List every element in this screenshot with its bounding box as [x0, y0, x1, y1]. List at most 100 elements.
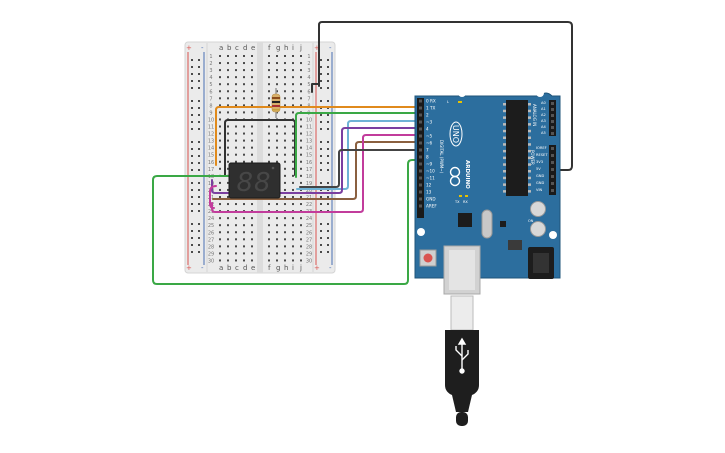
- breadboard-hole[interactable]: [251, 252, 253, 255]
- rail-hole[interactable]: [320, 237, 322, 239]
- breadboard-hole[interactable]: [284, 167, 286, 170]
- breadboard-hole[interactable]: [227, 153, 229, 156]
- breadboard-hole[interactable]: [219, 153, 221, 156]
- rail-hole[interactable]: [198, 100, 200, 102]
- breadboard-hole[interactable]: [284, 188, 286, 191]
- breadboard-hole[interactable]: [276, 153, 278, 156]
- rail-hole[interactable]: [191, 100, 193, 102]
- breadboard-hole[interactable]: [219, 196, 221, 198]
- breadboard-hole[interactable]: [276, 139, 278, 142]
- breadboard-hole[interactable]: [268, 97, 270, 100]
- rail-hole[interactable]: [327, 114, 329, 116]
- breadboard-hole[interactable]: [243, 69, 245, 72]
- rail-hole[interactable]: [327, 100, 329, 102]
- breadboard-hole[interactable]: [300, 259, 302, 262]
- breadboard-hole[interactable]: [227, 238, 229, 241]
- analog-pin[interactable]: [551, 114, 554, 117]
- breadboard-hole[interactable]: [284, 153, 286, 156]
- breadboard-hole[interactable]: [235, 125, 237, 128]
- breadboard-hole[interactable]: [284, 245, 286, 248]
- breadboard-hole[interactable]: [251, 146, 253, 149]
- breadboard-hole[interactable]: [227, 76, 229, 79]
- rail-hole[interactable]: [191, 162, 193, 164]
- breadboard-hole[interactable]: [276, 125, 278, 128]
- power-pin[interactable]: [551, 154, 554, 157]
- breadboard-hole[interactable]: [300, 238, 302, 241]
- breadboard-hole[interactable]: [219, 118, 221, 121]
- rail-hole[interactable]: [327, 182, 329, 184]
- rail-hole[interactable]: [198, 203, 200, 205]
- breadboard-hole[interactable]: [292, 181, 294, 184]
- breadboard-hole[interactable]: [251, 83, 253, 86]
- breadboard-hole[interactable]: [292, 62, 294, 65]
- breadboard-hole[interactable]: [227, 125, 229, 128]
- rail-hole[interactable]: [327, 66, 329, 68]
- wire-black-box[interactable]: [224, 119, 296, 176]
- breadboard-hole[interactable]: [284, 217, 286, 220]
- rail-hole[interactable]: [198, 141, 200, 143]
- breadboard-hole[interactable]: [276, 90, 278, 93]
- breadboard-hole[interactable]: [243, 231, 245, 234]
- breadboard-hole[interactable]: [268, 132, 270, 135]
- breadboard-hole[interactable]: [268, 139, 270, 142]
- rail-hole[interactable]: [198, 169, 200, 171]
- breadboard-hole[interactable]: [235, 224, 237, 227]
- rail-hole[interactable]: [191, 189, 193, 191]
- breadboard-hole[interactable]: [235, 259, 237, 262]
- rail-hole[interactable]: [191, 87, 193, 89]
- breadboard-hole[interactable]: [235, 111, 237, 114]
- breadboard-hole[interactable]: [300, 245, 302, 248]
- rail-hole[interactable]: [191, 73, 193, 75]
- rail-hole[interactable]: [191, 210, 193, 212]
- breadboard-hole[interactable]: [219, 188, 221, 191]
- breadboard-hole[interactable]: [292, 104, 294, 107]
- analog-pin[interactable]: [551, 126, 554, 129]
- rail-hole[interactable]: [320, 251, 322, 253]
- rail-hole[interactable]: [198, 237, 200, 239]
- reset-button[interactable]: [419, 249, 437, 267]
- breadboard-hole[interactable]: [219, 160, 221, 163]
- rail-hole[interactable]: [198, 87, 200, 89]
- breadboard-hole[interactable]: [300, 203, 302, 206]
- breadboard-hole[interactable]: [284, 90, 286, 93]
- breadboard-hole[interactable]: [227, 139, 229, 142]
- breadboard-hole[interactable]: [235, 231, 237, 234]
- breadboard-hole[interactable]: [268, 153, 270, 156]
- rail-hole[interactable]: [198, 73, 200, 75]
- wire-purple[interactable]: [211, 127, 421, 194]
- digital-pin[interactable]: [419, 183, 422, 187]
- breadboard-hole[interactable]: [284, 83, 286, 86]
- breadboard-hole[interactable]: [292, 167, 294, 170]
- breadboard-hole[interactable]: [227, 231, 229, 234]
- breadboard-hole[interactable]: [235, 97, 237, 100]
- wire-black-top[interactable]: [318, 21, 573, 171]
- rail-hole[interactable]: [191, 169, 193, 171]
- breadboard-hole[interactable]: [243, 83, 245, 86]
- rail-hole[interactable]: [320, 162, 322, 164]
- breadboard-hole[interactable]: [300, 69, 302, 72]
- breadboard-hole[interactable]: [300, 132, 302, 135]
- breadboard-hole[interactable]: [219, 111, 221, 114]
- breadboard-hole[interactable]: [243, 125, 245, 128]
- breadboard-hole[interactable]: [276, 146, 278, 149]
- breadboard-hole[interactable]: [227, 69, 229, 72]
- digital-pin[interactable]: [419, 190, 422, 194]
- breadboard-hole[interactable]: [243, 97, 245, 100]
- rail-hole[interactable]: [320, 230, 322, 232]
- breadboard-hole[interactable]: [292, 217, 294, 220]
- breadboard-hole[interactable]: [243, 139, 245, 142]
- breadboard-hole[interactable]: [276, 252, 278, 255]
- breadboard-hole[interactable]: [251, 69, 253, 72]
- rail-hole[interactable]: [320, 66, 322, 68]
- breadboard-hole[interactable]: [276, 217, 278, 220]
- rail-hole[interactable]: [327, 230, 329, 232]
- breadboard-hole[interactable]: [243, 252, 245, 255]
- breadboard-hole[interactable]: [227, 196, 229, 198]
- breadboard-hole[interactable]: [276, 76, 278, 79]
- breadboard-hole[interactable]: [300, 139, 302, 142]
- analog-pin[interactable]: [551, 108, 554, 111]
- breadboard-hole[interactable]: [251, 62, 253, 65]
- breadboard-hole[interactable]: [300, 196, 302, 198]
- power-pin[interactable]: [551, 182, 554, 185]
- breadboard-hole[interactable]: [292, 245, 294, 248]
